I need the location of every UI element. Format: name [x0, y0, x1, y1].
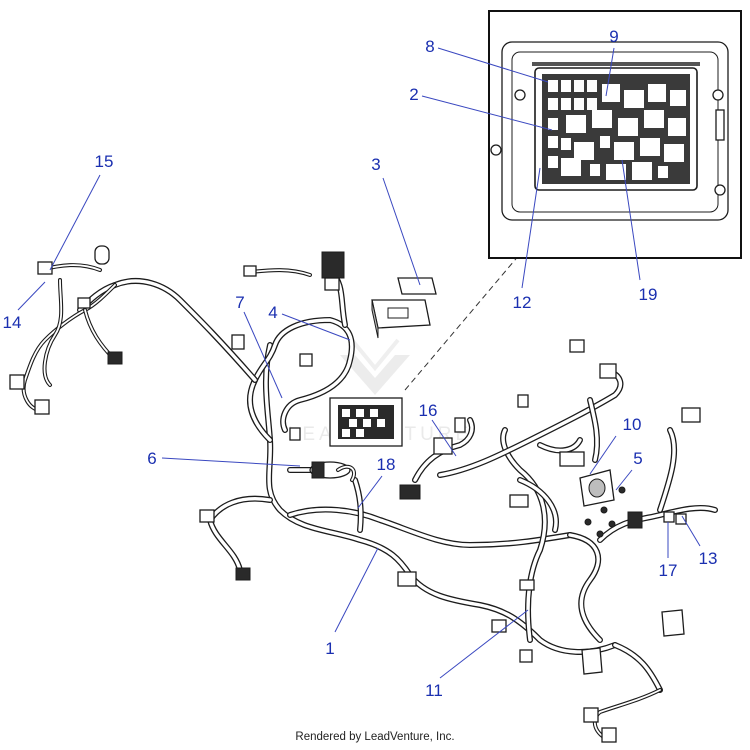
left-sub-harness [9, 245, 123, 415]
callout-2: 2 [409, 85, 418, 104]
callout-14: 14 [3, 313, 22, 332]
callout-3: 3 [371, 155, 380, 174]
callout-9: 9 [609, 27, 618, 46]
callout-15: 15 [95, 152, 114, 171]
callout-4: 4 [268, 303, 277, 322]
callout-16: 16 [419, 401, 438, 420]
callout-5: 5 [633, 449, 642, 468]
fuse-box-small [329, 397, 403, 447]
callout-8: 8 [425, 37, 434, 56]
callout-7: 7 [235, 293, 244, 312]
callout-labels: 8 9 2 12 19 3 15 14 7 4 16 10 5 6 18 1 1… [3, 27, 718, 700]
footer-credit: Rendered by LeadVenture, Inc. [295, 731, 455, 743]
inset-fuse-box-detail [488, 10, 742, 259]
callout-6: 6 [147, 449, 156, 468]
connectors [199, 251, 701, 743]
callout-13: 13 [699, 549, 718, 568]
callout-19: 19 [639, 285, 658, 304]
callout-18: 18 [377, 455, 396, 474]
callout-1: 1 [325, 639, 334, 658]
callout-17: 17 [659, 561, 678, 580]
callout-11: 11 [425, 681, 443, 700]
leader-lines [17, 47, 701, 679]
callout-12: 12 [513, 293, 532, 312]
main-wiring-harness [77, 267, 718, 693]
fuse-grid [542, 74, 690, 184]
callout-10: 10 [623, 415, 642, 434]
